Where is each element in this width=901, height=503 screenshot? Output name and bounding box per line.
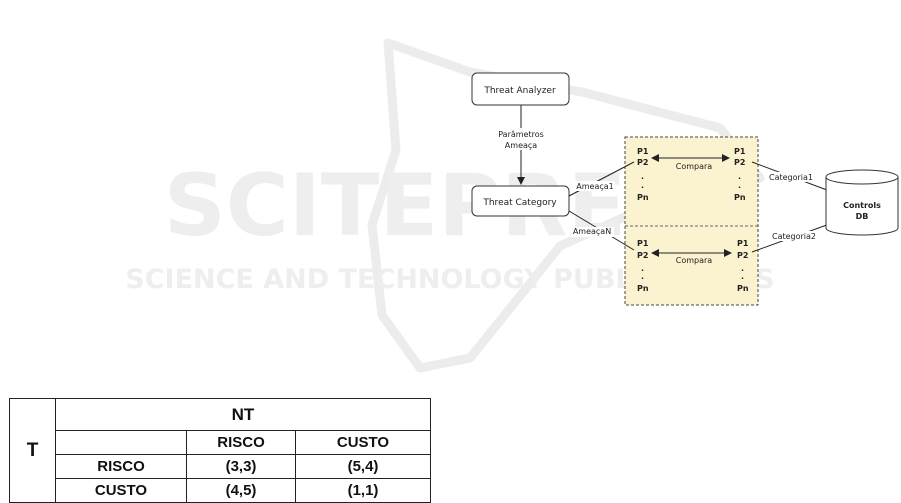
top-left-pn: Pn — [637, 193, 649, 202]
table-cell: (5,4) — [296, 455, 431, 479]
edge-ameacaN: AmeaçaN — [573, 227, 611, 236]
row-label: RISCO — [56, 455, 187, 479]
top-left-p2: P2 — [637, 158, 648, 167]
edge-ameaca1: Ameaça1 — [576, 182, 613, 191]
top-left-dot2: . — [641, 181, 644, 190]
bottom-right-p1: P1 — [737, 239, 749, 248]
top-compare-label: Compara — [676, 162, 713, 171]
bottom-right-p2: P2 — [737, 251, 748, 260]
top-right-dot1: . — [738, 172, 741, 181]
bottom-right-pn: Pn — [737, 284, 749, 293]
top-right-pn: Pn — [734, 193, 746, 202]
bottom-right-dot2: . — [741, 272, 744, 281]
empty-corner-cell — [56, 431, 187, 455]
edge-categoria2: Categoria2 — [772, 232, 816, 241]
top-right-dot2: . — [738, 181, 741, 190]
edge-categoria1: Categoria1 — [769, 173, 813, 182]
table-row: RISCO (3,3) (5,4) — [10, 455, 431, 479]
edge-params-line2: Ameaça — [505, 141, 537, 150]
controls-db-label-line1: Controls — [843, 201, 881, 210]
top-left-p1: P1 — [637, 147, 649, 156]
edge-params-line1: Parâmetros — [498, 130, 544, 139]
bottom-left-p1: P1 — [637, 239, 649, 248]
table-cell: (3,3) — [187, 455, 296, 479]
bottom-left-p2: P2 — [637, 251, 648, 260]
top-left-dot1: . — [641, 172, 644, 181]
table-cell: (4,5) — [187, 479, 296, 503]
threat-analyzer-label: Threat Analyzer — [483, 86, 556, 96]
controls-db-label-line2: DB — [856, 212, 869, 221]
bottom-compare-label: Compara — [676, 256, 713, 265]
payoff-table: T NT RISCO CUSTO RISCO (3,3) (5,4) CUSTO… — [9, 398, 431, 503]
row-header-cell: T — [10, 399, 56, 503]
row-label: CUSTO — [56, 479, 187, 503]
bottom-left-pn: Pn — [637, 284, 649, 293]
column-header-custo: CUSTO — [296, 431, 431, 455]
table-row: CUSTO (4,5) (1,1) — [10, 479, 431, 503]
bottom-left-dot2: . — [641, 272, 644, 281]
table-cell: (1,1) — [296, 479, 431, 503]
top-right-p1: P1 — [734, 147, 746, 156]
top-right-p2: P2 — [734, 158, 745, 167]
column-group-header: NT — [56, 399, 431, 431]
threat-category-label: Threat Category — [482, 198, 557, 208]
column-header-risco: RISCO — [187, 431, 296, 455]
